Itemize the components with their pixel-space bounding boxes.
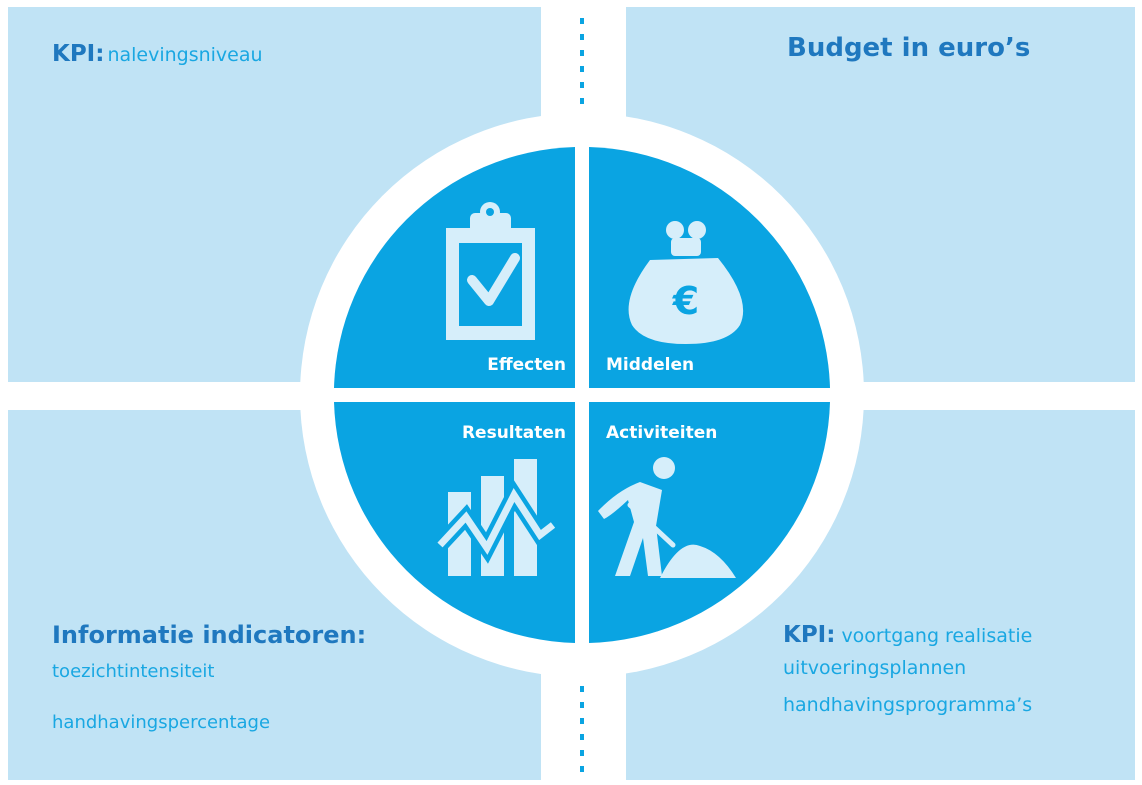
budget-title: Budget in euro’s [787,33,1031,63]
euro-purse-icon: € [628,221,744,344]
kpi-nalevingsniveau: KPI:nalevingsniveau [52,40,263,69]
quadrant-label-effecten: Effecten [487,355,566,375]
kpi-line: handhavingsprogramma’s [783,694,1033,716]
kpi-value: nalevingsniveau [107,44,263,66]
kpi-voortgang: KPI:voortgang realisatie [783,620,1032,651]
kpi-line: uitvoeringsplannen [783,657,967,679]
quadrant-activiteiten [589,402,830,643]
quadrant-label-middelen: Middelen [606,355,694,375]
worker-shovel-icon [598,457,736,578]
divider-dots-bottom [580,686,584,782]
kpi-label: KPI: [783,622,836,648]
info-indicator-item: toezichtintensiteit [52,661,215,682]
bar-chart-trend-icon [434,459,558,576]
clipboard-check-icon [446,202,535,340]
divider-dots-top [580,18,584,114]
quadrant-label-activiteiten: Activiteiten [606,423,717,443]
info-indicator-item: handhavingspercentage [52,712,271,733]
svg-text:€: € [672,279,699,323]
info-indicators-title: Informatie indicatoren: [52,621,367,649]
quadrant-label-resultaten: Resultaten [462,423,566,443]
kpi-label: KPI: [52,41,105,67]
kpi-line: voortgang realisatie [841,625,1033,647]
